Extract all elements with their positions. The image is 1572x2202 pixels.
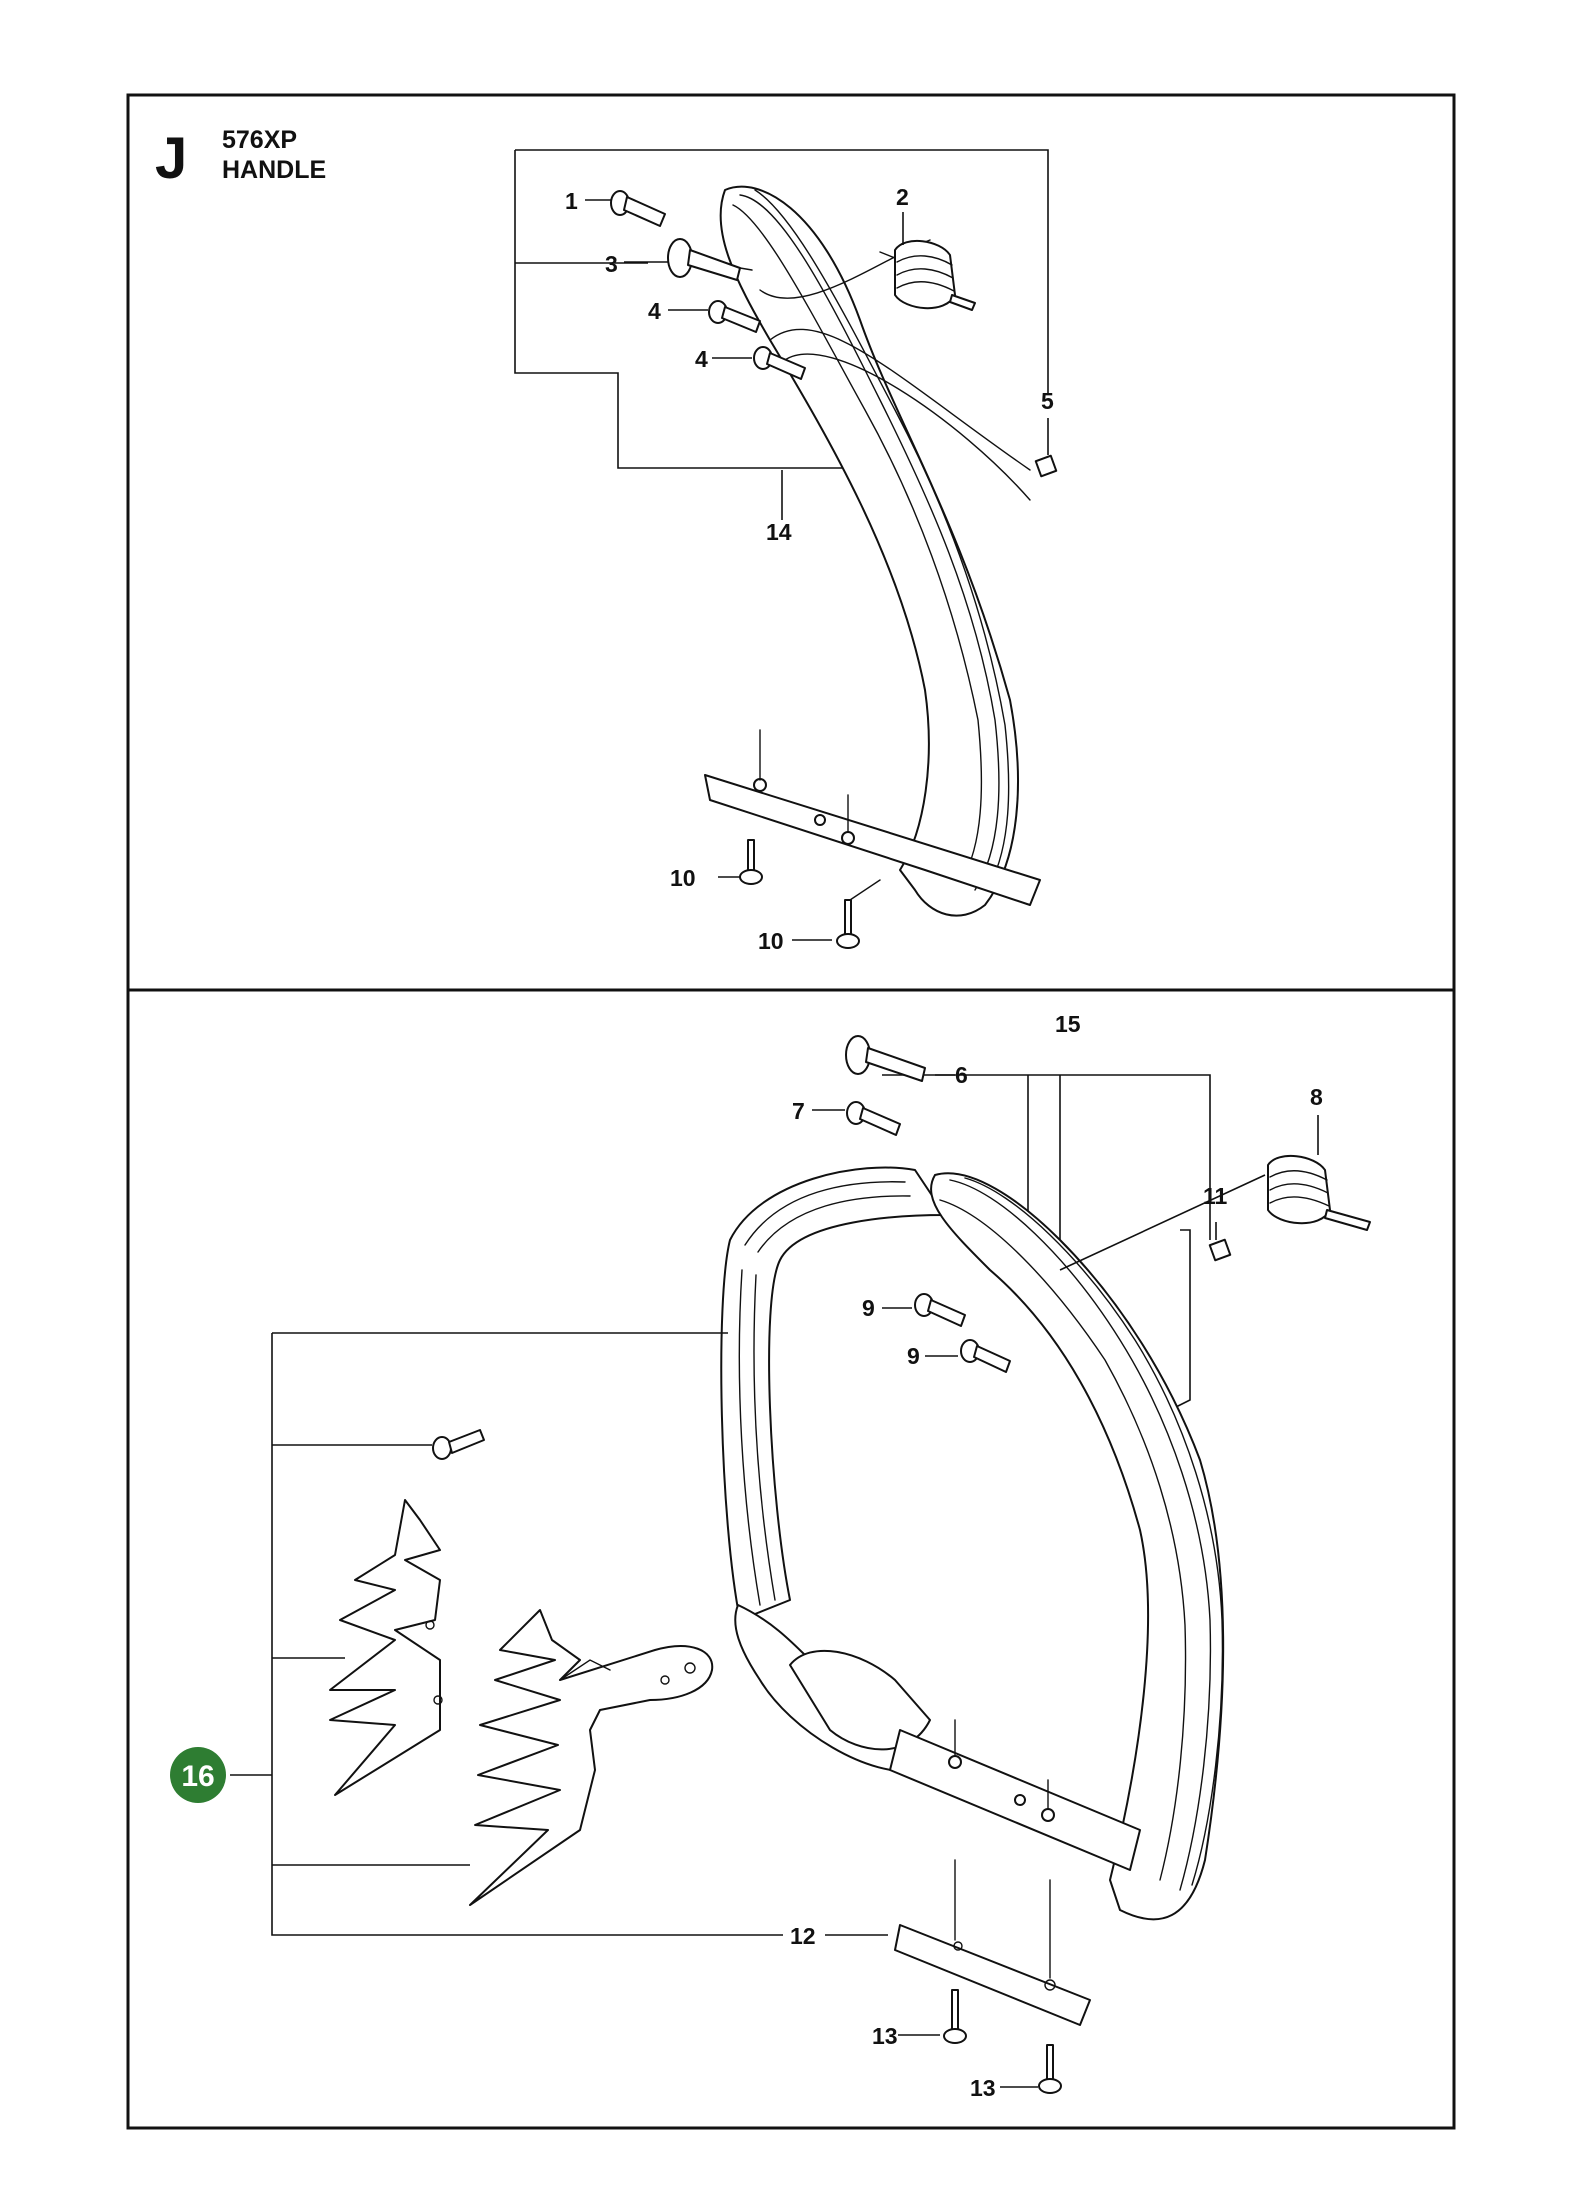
part-2-spring xyxy=(879,239,976,311)
part-4-screw-b xyxy=(753,346,806,380)
bucking-spike-outer xyxy=(469,1609,714,1906)
callout-9a: 9 xyxy=(862,1295,875,1321)
callout-12: 12 xyxy=(790,1923,816,1949)
callout-10b: 10 xyxy=(758,928,784,954)
part-10-screw-b xyxy=(836,899,860,949)
section-letter: J xyxy=(155,126,187,191)
callout-6: 6 xyxy=(955,1062,968,1088)
part-13-screw-a xyxy=(943,1989,967,2044)
part-1-screw xyxy=(610,190,666,227)
callout-15: 15 xyxy=(1055,1011,1081,1037)
part-4-screw-a xyxy=(708,300,761,333)
spike-screw xyxy=(432,1429,485,1460)
callout-3: 3 xyxy=(605,251,618,277)
bottom-handle-assembly xyxy=(230,1035,1371,2094)
front-handle-bar xyxy=(704,185,1041,917)
callout-13b: 13 xyxy=(970,2075,996,2101)
part-3-bolt xyxy=(667,238,753,281)
callout-2: 2 xyxy=(896,184,909,210)
part-11-nut xyxy=(1208,1238,1232,1262)
callout-7: 7 xyxy=(792,1098,805,1124)
diagram-title: HANDLE xyxy=(222,156,326,184)
callout-10a: 10 xyxy=(670,865,696,891)
part-13-screw-b xyxy=(1038,2044,1062,2094)
callout-5: 5 xyxy=(1041,388,1054,414)
part-9-screw-a xyxy=(914,1293,966,1327)
part-12-plate xyxy=(894,1859,1091,2026)
part-5-nut xyxy=(1034,454,1058,478)
page-frame xyxy=(126,93,1456,2130)
part-8-spring xyxy=(1059,1154,1371,1271)
callout-4a: 4 xyxy=(648,298,661,324)
full-handle-bar xyxy=(720,1166,1225,1921)
bucking-spike-inner xyxy=(329,1499,443,1796)
callout-14: 14 xyxy=(766,519,792,545)
part-10-screw-a xyxy=(739,839,763,885)
callout-13a: 13 xyxy=(872,2023,898,2049)
part-6-bolt xyxy=(845,1035,926,1082)
callout-1: 1 xyxy=(565,188,578,214)
callout-9b: 9 xyxy=(907,1343,920,1369)
badge-circle xyxy=(170,1747,226,1803)
part-9-screw-b xyxy=(960,1339,1011,1373)
model-name: 576XP xyxy=(222,126,297,154)
part-7-screw xyxy=(846,1101,901,1136)
callout-11: 11 xyxy=(1203,1183,1228,1209)
callout-16-badge: 16 xyxy=(170,1747,226,1803)
callout-4b: 4 xyxy=(695,346,708,372)
top-handle-assembly xyxy=(514,149,1058,941)
callout-8: 8 xyxy=(1310,1084,1323,1110)
callout-16: 16 xyxy=(181,1760,214,1793)
